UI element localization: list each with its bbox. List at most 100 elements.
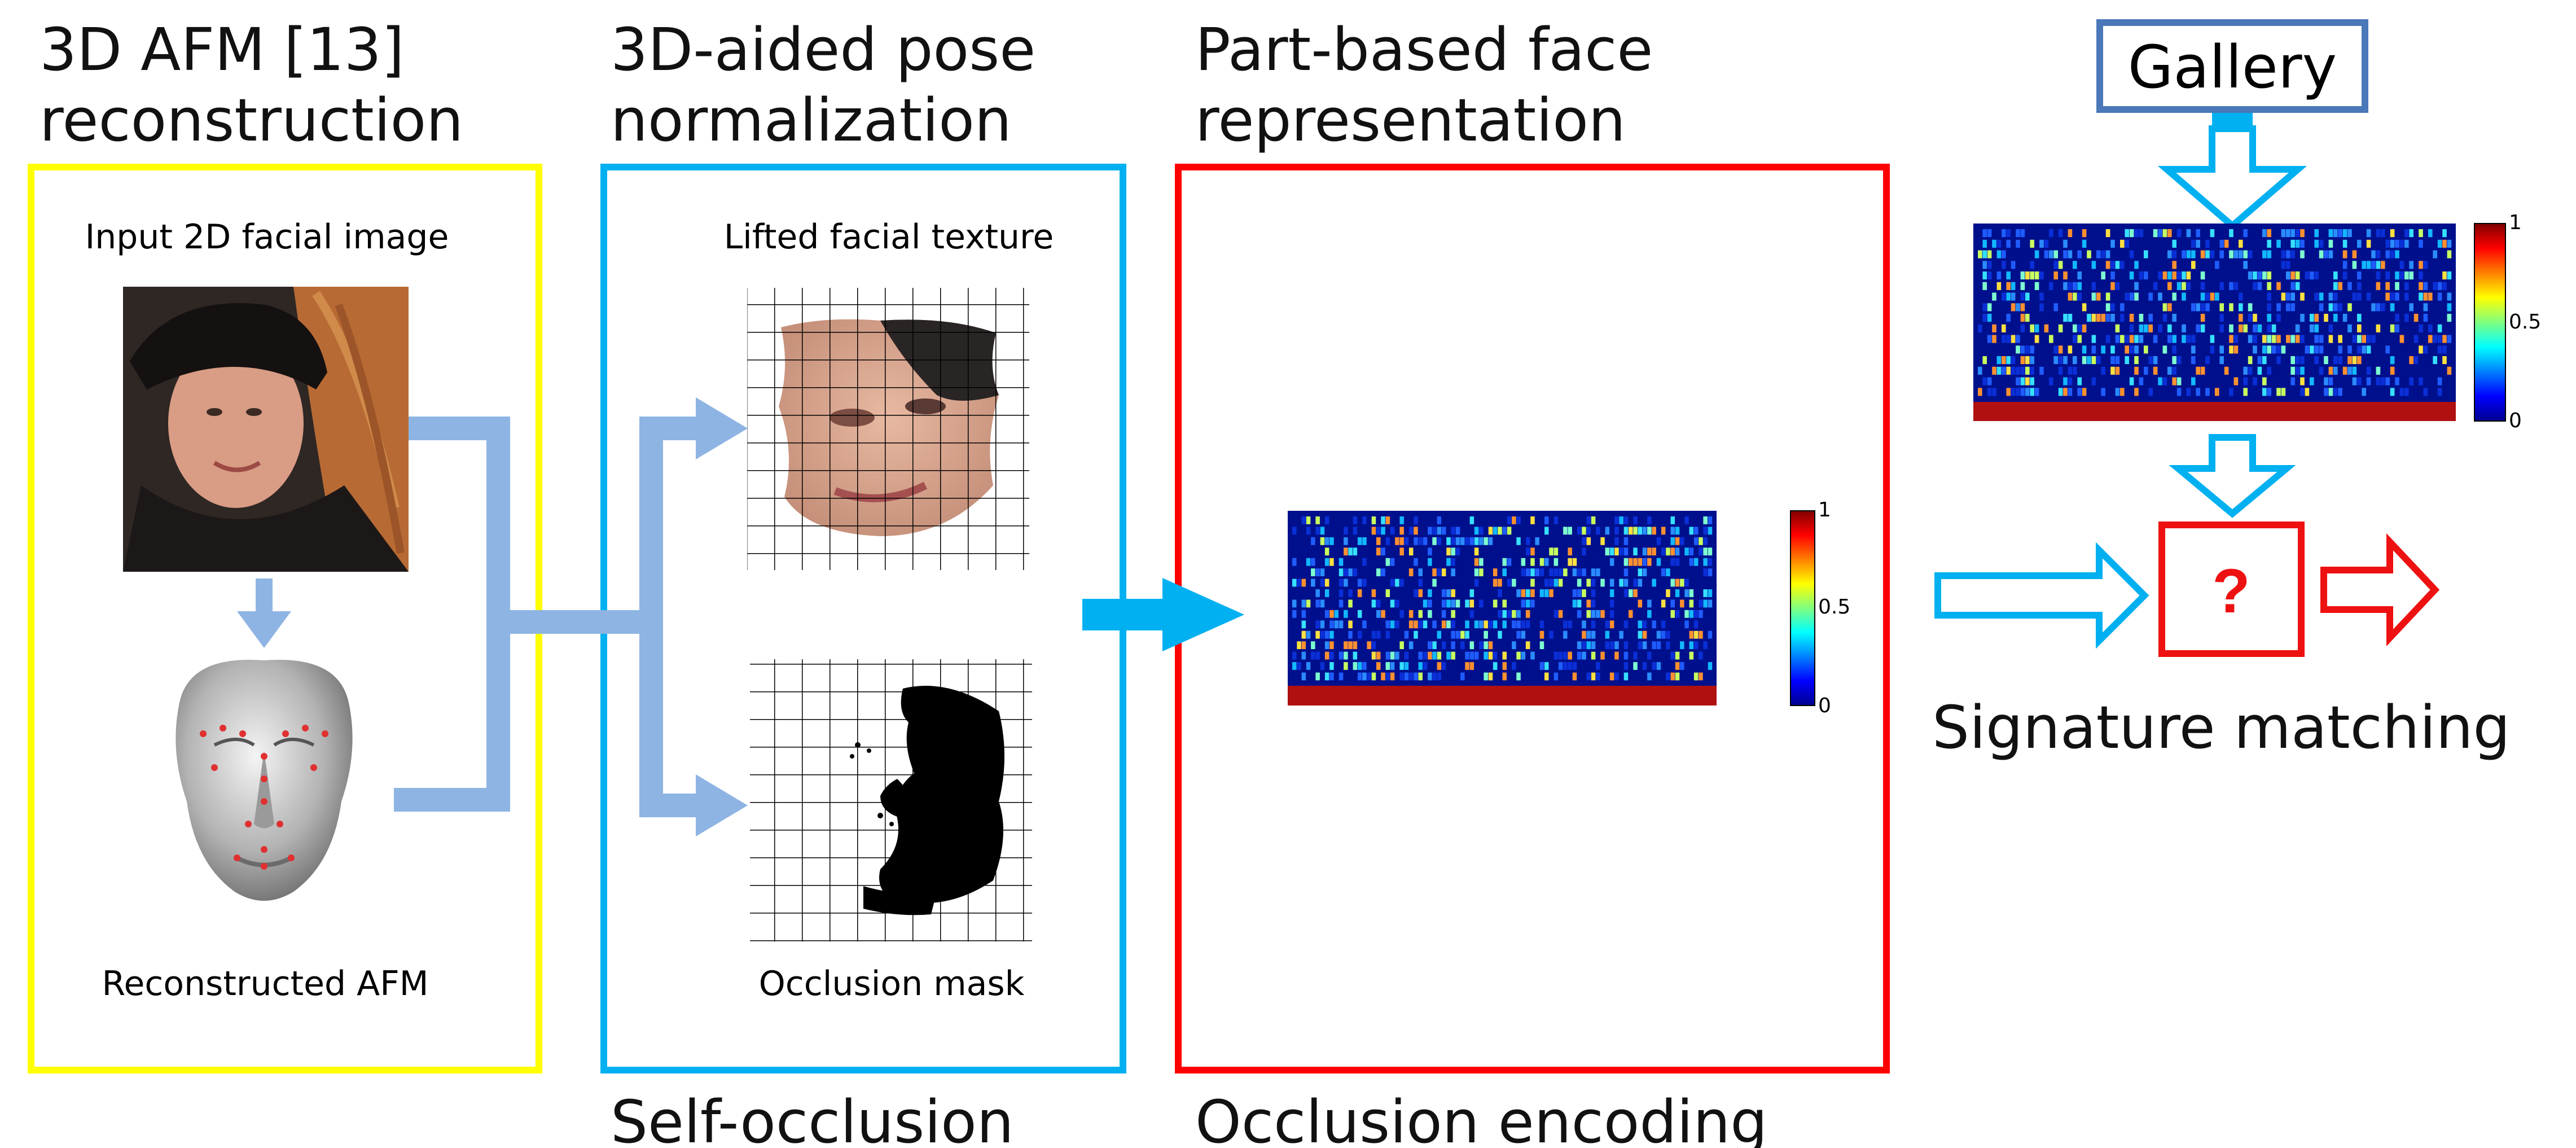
heatmap-cell (1568, 547, 1572, 556)
heatmap-cell (1446, 651, 1451, 660)
heatmap-cell (2200, 366, 2205, 375)
representation-title-line2: representation (1195, 86, 1626, 155)
heatmap-cell (1708, 662, 1713, 670)
heatmap-cell (1633, 651, 1638, 660)
heatmap-cell (2257, 366, 2262, 375)
heatmap-cell (2271, 345, 2276, 354)
heatmap-cell (2447, 366, 2452, 375)
heatmap-cell (2191, 303, 2196, 312)
heatmap-cell (2324, 250, 2328, 258)
heatmap-cell (2267, 239, 2271, 248)
heatmap-cell (1320, 527, 1325, 535)
heatmap-cell (1642, 527, 1647, 535)
heatmap-cell (1652, 527, 1656, 535)
heatmap-cell (1689, 558, 1694, 566)
heatmap-cell (1558, 610, 1563, 618)
heatmap-cell (1507, 558, 1512, 566)
heatmap-cell (1357, 589, 1362, 597)
heatmap-cell (2399, 261, 2404, 269)
heatmap-cell (2395, 282, 2399, 290)
heatmap-cell (2110, 261, 2115, 269)
heatmap-cell (1414, 537, 1418, 545)
heatmap-cell (1656, 558, 1661, 566)
heatmap-cell (2068, 250, 2073, 258)
heatmap-cell (1344, 527, 1348, 535)
heatmap-cell (2276, 282, 2281, 290)
heatmap-cell (2376, 261, 2381, 269)
heatmap-cell (2357, 356, 2362, 365)
heatmap-cell (2006, 335, 2011, 343)
heatmap-cell (1395, 620, 1399, 629)
heatmap-cell (2381, 261, 2385, 269)
heatmap-cell (1437, 651, 1442, 660)
heatmap-cell (1455, 547, 1460, 556)
heatmap-cell (1684, 579, 1689, 587)
heatmap-cell (1521, 599, 1526, 608)
heatmap-cell (1703, 537, 1708, 545)
heatmap-cell (1484, 537, 1488, 545)
heatmap-cell (1484, 672, 1488, 681)
heatmap-cell (1479, 620, 1484, 629)
heatmap-cell (1539, 630, 1544, 639)
heatmap-cell (2362, 388, 2366, 396)
heatmap-cell (2262, 388, 2267, 396)
heatmap-cell (1539, 662, 1544, 670)
heatmap-cell (1675, 579, 1680, 587)
heatmap-cell (2091, 345, 2096, 354)
flow-connector (394, 397, 748, 836)
heatmap-cell (2158, 271, 2162, 280)
heatmap-cell (1666, 589, 1670, 597)
heatmap-cell (1437, 630, 1442, 639)
heatmap-cell (2267, 335, 2271, 343)
heatmap-cell (1572, 599, 1577, 608)
heatmap-cell (2167, 229, 2172, 238)
heatmap-cell (1623, 672, 1629, 681)
heatmap-cell (1600, 579, 1605, 587)
heatmap-cell (2295, 356, 2300, 365)
heatmap-cell (1437, 516, 1442, 524)
heatmap-cell (2006, 292, 2011, 301)
heatmap-cell (1376, 568, 1381, 576)
heatmap-cell (1978, 366, 1982, 375)
heatmap-cell (1315, 527, 1320, 535)
heatmap-cell (1423, 662, 1428, 670)
heatmap-cell (2419, 345, 2423, 354)
heatmap-cell (1451, 589, 1455, 597)
occlusion-encoding-label: Occlusion encoding (1195, 1088, 1767, 1148)
heatmap-cell (1395, 579, 1399, 587)
heatmap-cell (1408, 610, 1414, 618)
heatmap-cell (2058, 324, 2063, 332)
heatmap-cell (2385, 377, 2390, 385)
heatmap-cell (1451, 547, 1455, 556)
heatmap-cell (1619, 516, 1623, 524)
heatmap-cell (2399, 271, 2404, 280)
heatmap-cell (2328, 239, 2333, 248)
heatmap-cell (1572, 589, 1577, 597)
heatmap-cell (1371, 589, 1376, 597)
heatmap-cell (1404, 651, 1409, 660)
heatmap-cell (1498, 589, 1502, 597)
heatmap-cell (2200, 250, 2205, 258)
heatmap-cell (2134, 356, 2139, 365)
arrow-icon (2320, 533, 2440, 647)
heatmap-cell (1493, 651, 1498, 660)
heatmap-cell (2011, 282, 2016, 290)
heatmap-cell (1376, 662, 1381, 670)
heatmap-cell (1558, 579, 1563, 587)
heatmap-cell (2342, 261, 2347, 269)
heatmap-cell (2295, 335, 2300, 343)
heatmap-cell (2172, 335, 2176, 343)
heatmap-cell (2139, 324, 2144, 332)
heatmap-cell (1324, 589, 1329, 597)
heatmap-cell (1568, 662, 1572, 670)
heatmap-cell (2073, 324, 2077, 332)
heatmap-cell (2082, 324, 2087, 332)
heatmap-cell (1996, 282, 2002, 290)
gallery-label: Gallery (2128, 33, 2337, 102)
heatmap-cell (1582, 589, 1586, 597)
heatmap-cell (1609, 672, 1614, 681)
heatmap-cell (2366, 261, 2371, 269)
heatmap-cell (1554, 516, 1559, 524)
heatmap-cell (1525, 589, 1530, 597)
heatmap-cell (2447, 239, 2452, 248)
